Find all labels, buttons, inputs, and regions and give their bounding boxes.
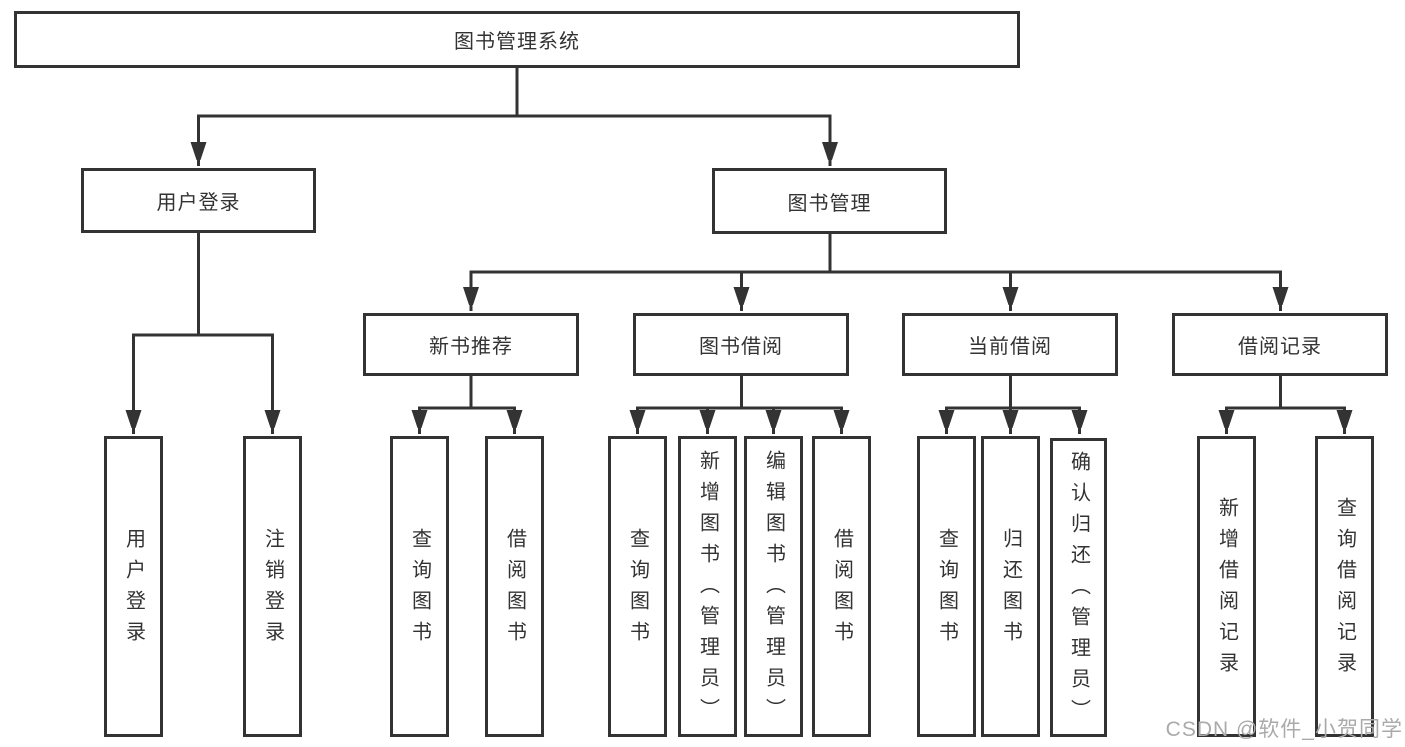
leaf-confirm-return-admin: 确认归还（管理员） bbox=[1050, 438, 1107, 737]
leaf-user-login: 用户登录 bbox=[104, 436, 163, 737]
node-user-login: 用户登录 bbox=[81, 168, 316, 233]
leaf-query-book-borrow: 查询图书 bbox=[608, 436, 667, 737]
node-borrow-record: 借阅记录 bbox=[1172, 313, 1388, 376]
node-book-borrow: 图书借阅 bbox=[633, 313, 849, 376]
watermark: CSDN @软件_小贺同学 bbox=[1165, 718, 1403, 741]
leaf-edit-book-admin: 编辑图书（管理员） bbox=[744, 436, 803, 737]
node-new-book-recommend: 新书推荐 bbox=[363, 313, 579, 376]
leaf-add-borrow-record: 新增借阅记录 bbox=[1197, 436, 1256, 737]
leaf-add-book-admin: 新增图书（管理员） bbox=[678, 436, 737, 737]
leaf-logout-login: 注销登录 bbox=[243, 436, 302, 737]
leaf-borrow-book: 借阅图书 bbox=[812, 436, 871, 737]
leaf-return-book: 归还图书 bbox=[981, 436, 1040, 737]
node-current-borrow: 当前借阅 bbox=[902, 313, 1118, 376]
leaf-borrow-book-recommend: 借阅图书 bbox=[485, 436, 544, 737]
leaf-query-borrow-record: 查询借阅记录 bbox=[1315, 436, 1374, 737]
leaf-query-book-current: 查询图书 bbox=[917, 436, 976, 737]
node-book-management: 图书管理 bbox=[712, 168, 947, 234]
leaf-query-book-recommend: 查询图书 bbox=[390, 436, 449, 737]
node-root: 图书管理系统 bbox=[14, 11, 1020, 68]
